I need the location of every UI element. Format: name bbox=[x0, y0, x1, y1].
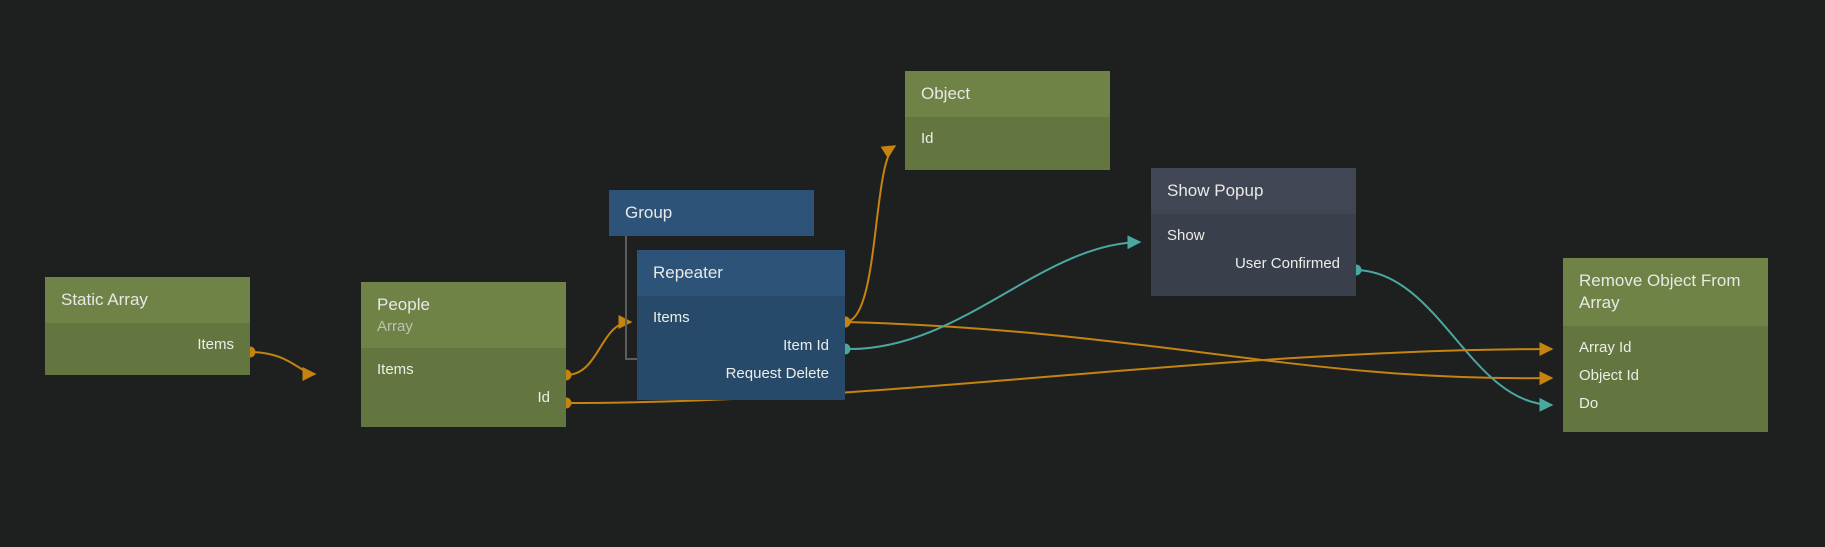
node-title: Repeater bbox=[653, 263, 723, 282]
connection-wire[interactable] bbox=[565, 315, 633, 376]
node-title: Object bbox=[921, 84, 971, 103]
node-group[interactable]: Group bbox=[609, 190, 814, 236]
node-header-repeater[interactable]: Repeater bbox=[637, 250, 845, 296]
node-header-object[interactable]: Object bbox=[905, 71, 1110, 117]
connection-wire[interactable] bbox=[844, 321, 1554, 386]
node-title: Show Popup bbox=[1167, 181, 1264, 200]
node-title: Static Array bbox=[61, 290, 148, 309]
node-header-static-array[interactable]: Static Array bbox=[45, 277, 250, 323]
node-header-show-popup[interactable]: Show Popup bbox=[1151, 168, 1356, 214]
input-port-id[interactable]: Id bbox=[921, 129, 934, 147]
connection-wire[interactable] bbox=[844, 145, 897, 323]
input-port-object-id[interactable]: Object Id bbox=[1579, 366, 1640, 384]
node-header-group[interactable]: Group bbox=[609, 190, 814, 236]
output-port-items[interactable]: Items bbox=[197, 335, 234, 353]
node-title: Group bbox=[625, 203, 673, 222]
connection-wire[interactable] bbox=[844, 235, 1142, 351]
node-subtitle: Array bbox=[377, 317, 413, 335]
output-port-request-delete[interactable]: Request Delete bbox=[725, 364, 829, 382]
output-port-id[interactable]: Id bbox=[537, 389, 550, 407]
input-port-do[interactable]: Do bbox=[1579, 394, 1599, 412]
output-port-item-id[interactable]: Item Id bbox=[783, 336, 829, 354]
node-body-remove-object-from-array: Array Id Object Id Do bbox=[1563, 325, 1768, 432]
node-header-remove-object-from-array[interactable]: Remove Object From Array bbox=[1563, 258, 1768, 326]
output-port-user-confirmed[interactable]: User Confirmed bbox=[1234, 254, 1340, 272]
node-title: Remove Object From Array bbox=[1579, 271, 1741, 312]
input-port-items[interactable]: Items bbox=[377, 361, 414, 379]
node-body-object: Id bbox=[905, 116, 1110, 170]
node-title: People bbox=[377, 295, 430, 314]
input-port-show[interactable]: Show bbox=[1167, 226, 1205, 244]
connection-wire[interactable] bbox=[1355, 269, 1554, 412]
input-port-items[interactable]: Items bbox=[653, 308, 690, 326]
connection-wire[interactable] bbox=[249, 351, 317, 381]
node-body-static-array: Items bbox=[45, 322, 250, 375]
input-port-array-id[interactable]: Array Id bbox=[1579, 338, 1632, 356]
